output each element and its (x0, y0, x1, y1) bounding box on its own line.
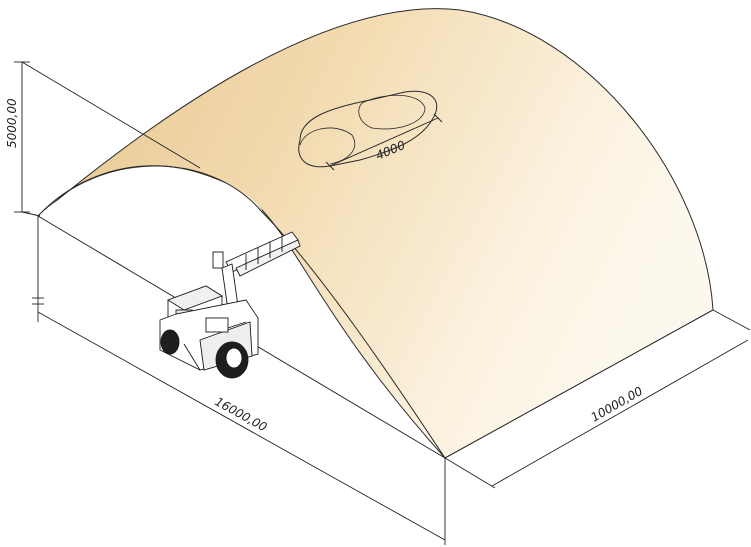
construction-machine (159, 231, 301, 379)
machine-cab-top (166, 285, 224, 311)
machine-boom-arm (235, 239, 301, 277)
machine-tank (205, 317, 229, 333)
machine-rear-wheel (160, 329, 180, 355)
front-arch-opening (38, 169, 262, 313)
front-arch-edge (37, 165, 263, 217)
height-dimension-label: 5000,00 (5, 98, 19, 148)
roof-opening-right-lobe (358, 94, 426, 130)
vault-base-edge-back (444, 309, 714, 459)
roof-opening-outline (298, 90, 438, 168)
height-dimension: 5000,00 (5, 61, 201, 217)
machine-front-wheel-hub (225, 347, 243, 369)
width-dimension-label: 10000,00 (589, 384, 646, 425)
roof-opening (298, 90, 438, 168)
machine-boom-head (212, 251, 224, 269)
roof-opening-left-lobe (299, 127, 356, 165)
